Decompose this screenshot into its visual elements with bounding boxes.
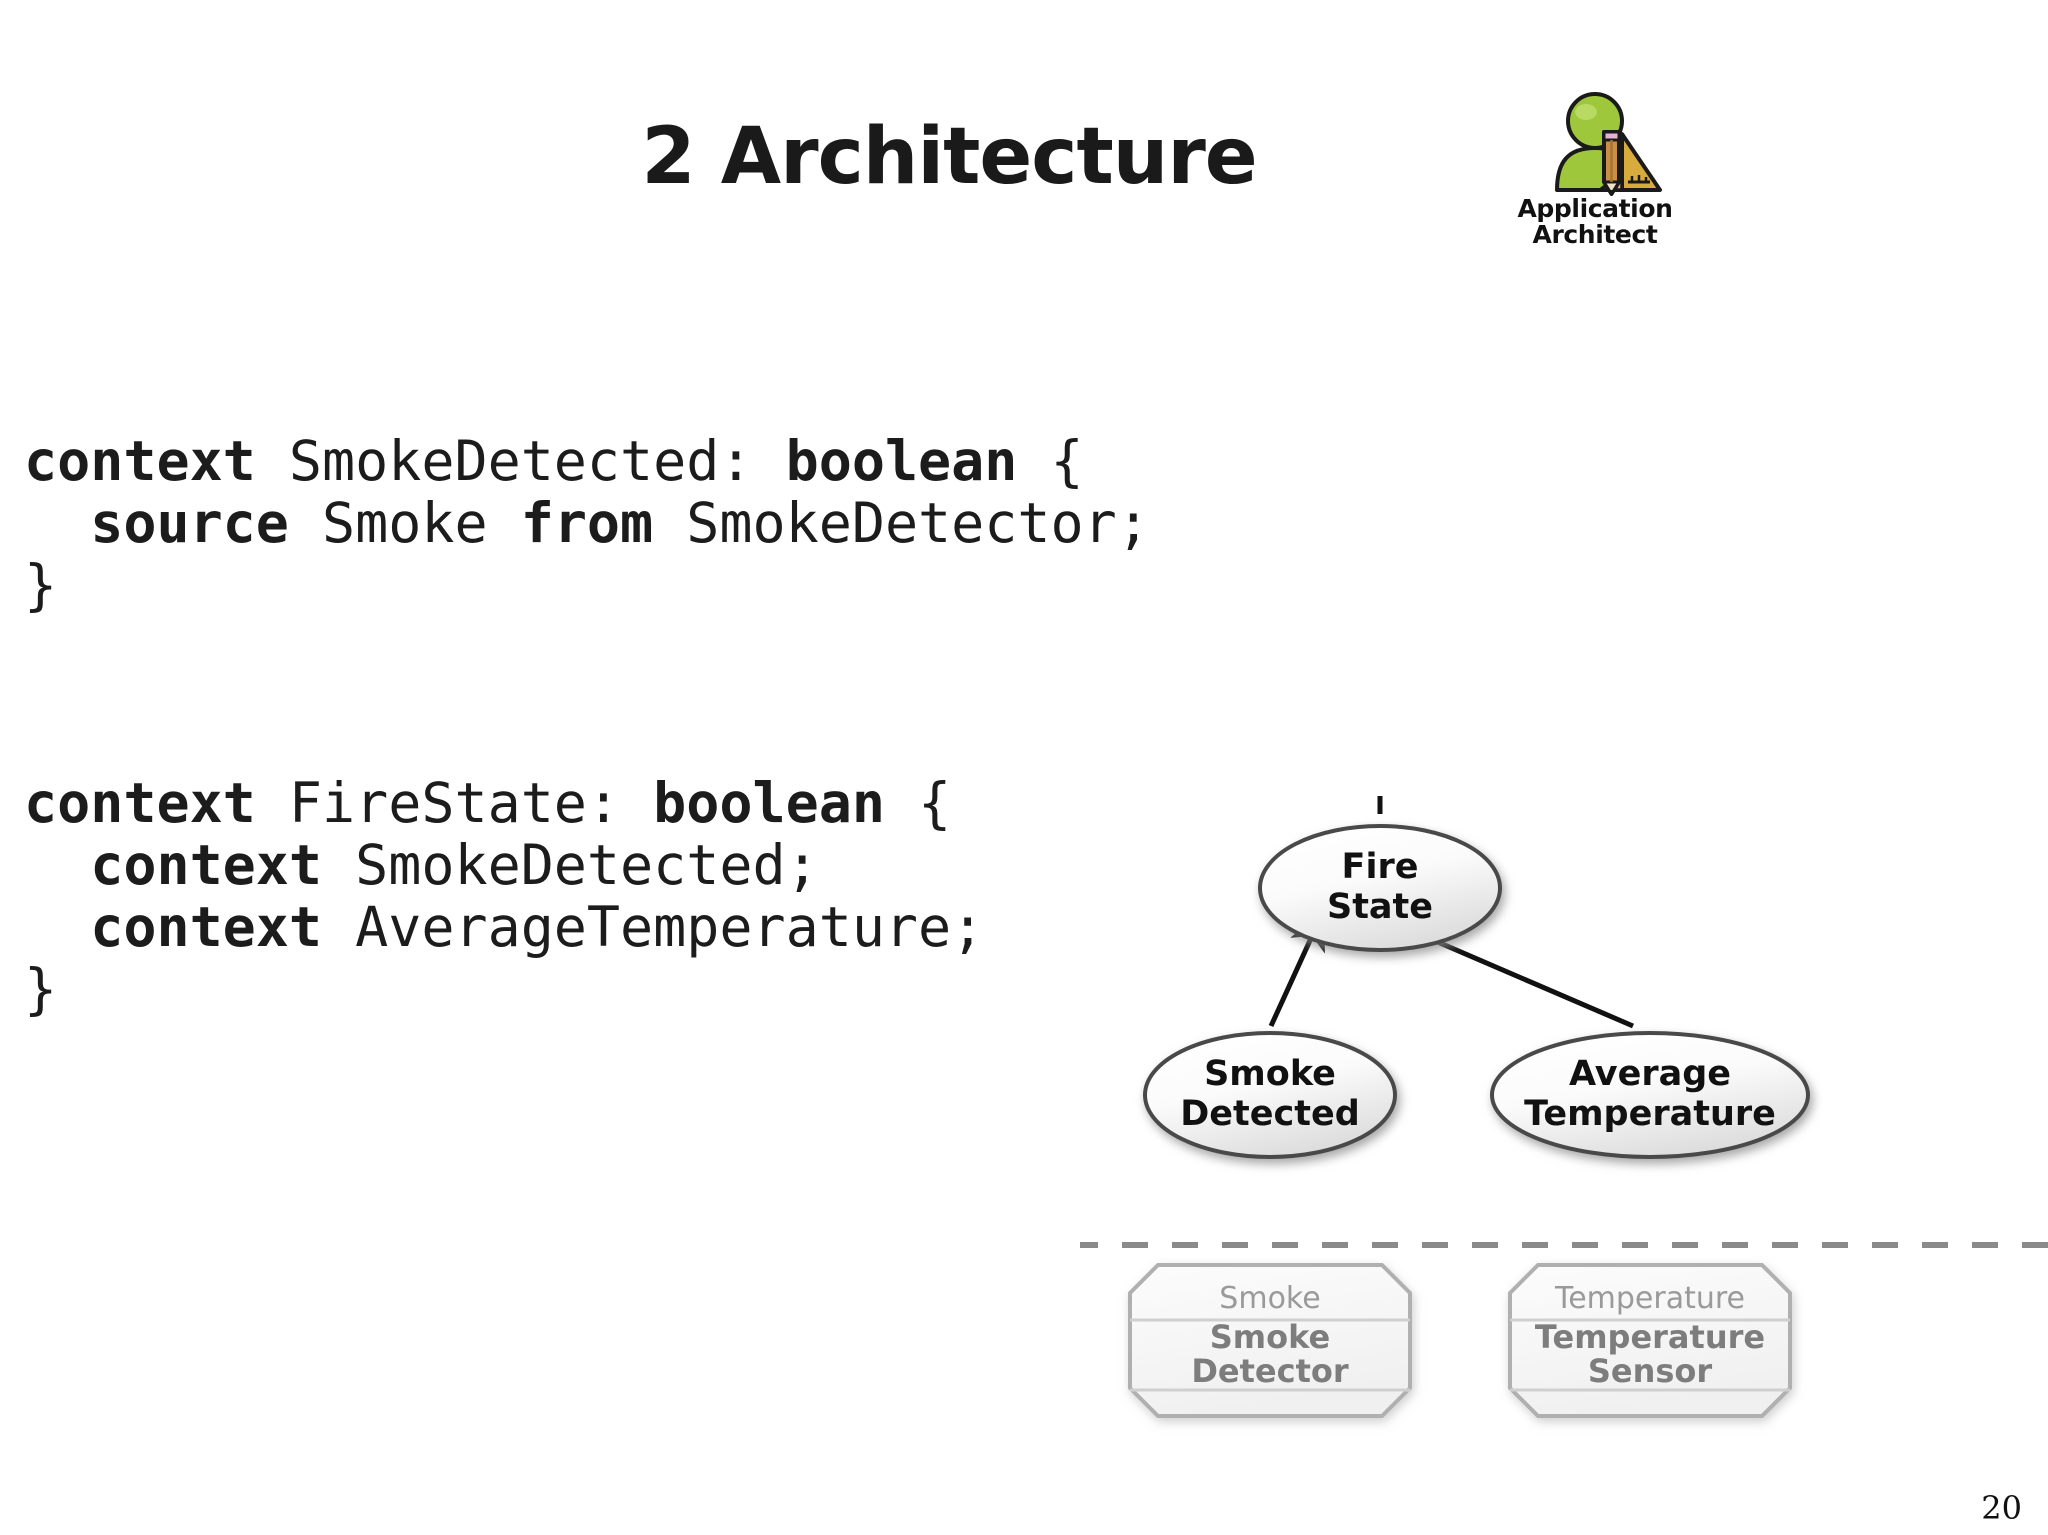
- node-smoke-detected: Smoke Detected: [1143, 1031, 1397, 1159]
- code-text: SmokeDetected:: [255, 429, 786, 493]
- node-fire-state-label-2: State: [1327, 887, 1433, 927]
- node-smoke-detector: Smoke Smoke Detector: [1128, 1263, 1412, 1418]
- node-smoke-detected-label-1: Smoke: [1204, 1054, 1336, 1094]
- node-smoke-detector-label-1: Smoke: [1210, 1318, 1331, 1356]
- code-text: {: [1017, 429, 1084, 493]
- node-smoke-detector-header: Smoke: [1219, 1281, 1320, 1316]
- code-line: context AverageTemperature;: [24, 896, 984, 958]
- code-keyword: source: [24, 491, 289, 555]
- code-line: }: [24, 554, 1150, 616]
- code-line: context FireState: boolean {: [24, 772, 984, 834]
- code-text: Smoke: [288, 491, 521, 555]
- node-temperature-sensor-label-1: Temperature: [1535, 1318, 1765, 1356]
- code-text: FireState:: [255, 771, 654, 835]
- node-average-temperature-label-1: Average: [1569, 1054, 1731, 1094]
- node-fire-state: Fire State: [1258, 824, 1502, 952]
- badge-caption-line2: Architect: [1532, 220, 1658, 249]
- node-temperature-sensor-label-2: Sensor: [1588, 1352, 1713, 1390]
- code-keyword: context: [24, 429, 256, 493]
- node-fire-state-label-1: Fire: [1342, 847, 1419, 887]
- node-smoke-detected-label-2: Detected: [1180, 1094, 1360, 1134]
- code-keyword: boolean: [785, 429, 1018, 493]
- code-keyword: boolean: [653, 771, 885, 835]
- code-text: SmokeDetected;: [322, 833, 819, 897]
- application-architect-icon: [1500, 78, 1690, 196]
- code-block-fire-state: context FireState: boolean { context Smo…: [24, 772, 984, 1020]
- node-temperature-sensor-header: Temperature: [1554, 1281, 1745, 1316]
- node-average-temperature: Average Temperature: [1490, 1031, 1810, 1159]
- code-line: context SmokeDetected;: [24, 834, 984, 896]
- code-keyword: context: [24, 771, 256, 835]
- code-block-smoke-detected: context SmokeDetected: boolean { source …: [24, 430, 1150, 616]
- code-text: SmokeDetector;: [653, 491, 1150, 555]
- code-text: }: [24, 553, 58, 617]
- code-text: AverageTemperature;: [322, 895, 985, 959]
- code-line: source Smoke from SmokeDetector;: [24, 492, 1150, 554]
- code-keyword: context: [24, 833, 323, 897]
- badge-caption-line1: Application: [1517, 194, 1673, 223]
- code-keyword: context: [24, 895, 323, 959]
- architecture-diagram: Fire State Smoke Detected Average Temper…: [1080, 790, 2048, 1490]
- node-temperature-sensor: Temperature Temperature Sensor: [1508, 1263, 1792, 1418]
- code-line: context SmokeDetected: boolean {: [24, 430, 1150, 492]
- page-title: 2 Architecture: [641, 112, 1257, 202]
- code-text: }: [24, 957, 58, 1021]
- code-text: {: [884, 771, 952, 835]
- page-number: 20: [1981, 1489, 2022, 1527]
- node-average-temperature-label-2: Temperature: [1524, 1094, 1776, 1134]
- node-smoke-detector-label-2: Detector: [1191, 1352, 1349, 1390]
- code-line: }: [24, 958, 984, 1020]
- application-architect-badge: Application Architect: [1500, 78, 1690, 248]
- code-keyword: from: [520, 491, 654, 555]
